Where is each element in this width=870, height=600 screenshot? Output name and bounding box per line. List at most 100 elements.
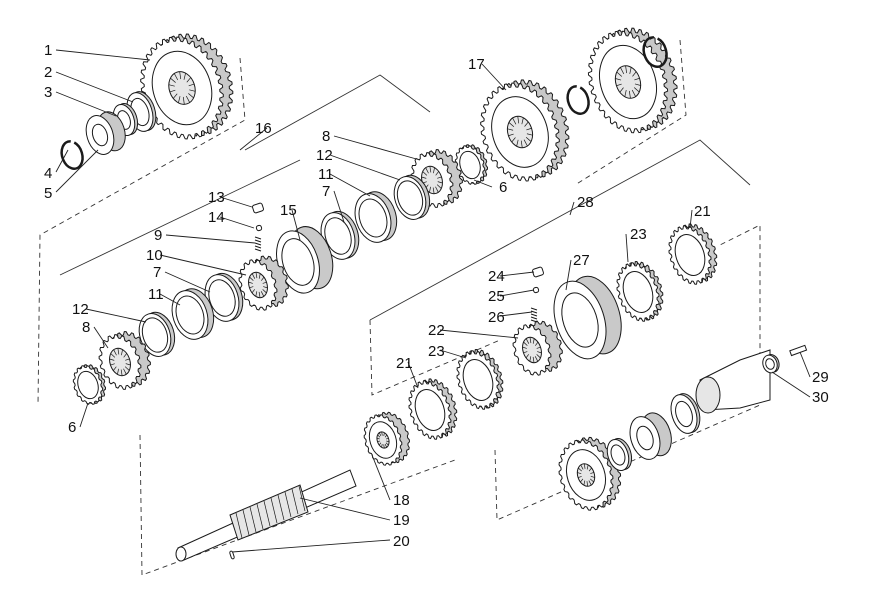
sleeve-27	[553, 275, 622, 360]
leader-22	[481, 63, 507, 91]
callout-11a: 11	[318, 166, 334, 183]
callout-19: 19	[393, 512, 410, 529]
callout-20: 20	[393, 533, 410, 550]
sync-ring-6a	[454, 144, 489, 185]
callout-26: 26	[488, 309, 505, 326]
washer-30	[762, 354, 780, 374]
callout-18: 18	[393, 492, 410, 509]
leader-28	[439, 329, 519, 339]
leader-17	[85, 308, 147, 323]
callout-labels: 1 2 3 4 5 6 6 7 7 8 8 9 10 11 11 12 12 1…	[44, 42, 829, 550]
leader-2	[55, 71, 134, 103]
leader-26	[689, 209, 693, 229]
leader-9	[164, 271, 211, 293]
gear-top-right	[587, 27, 678, 134]
leader-35	[569, 201, 575, 216]
leader-19	[219, 216, 255, 229]
ring-7b	[204, 272, 244, 322]
key-24	[532, 266, 544, 278]
callout-23a: 23	[630, 226, 647, 243]
leader-20	[291, 209, 301, 241]
ring-11a	[354, 191, 398, 243]
gear-1	[140, 33, 234, 140]
callout-28: 28	[577, 194, 594, 211]
bolt-29	[789, 344, 808, 357]
frame-right	[369, 319, 501, 396]
washer-lower-1	[606, 438, 633, 472]
callout-21b: 21	[396, 355, 413, 372]
callout-27: 27	[573, 252, 590, 269]
sync-ring-23a	[616, 261, 664, 322]
leader-8	[333, 190, 345, 223]
spring-26	[530, 307, 538, 323]
leader-4	[55, 149, 69, 173]
leader-7	[79, 402, 89, 428]
callout-5: 5	[44, 185, 52, 202]
ring-7a	[320, 210, 360, 260]
frame-middle	[139, 434, 456, 576]
callout-17: 17	[468, 56, 485, 73]
callout-8a: 8	[322, 128, 330, 145]
parts-layer	[60, 27, 808, 562]
callout-8b: 8	[82, 319, 90, 336]
callout-9: 9	[154, 227, 162, 244]
snap-ring-top-right	[642, 36, 668, 68]
hub-10	[238, 255, 289, 311]
sync-ring-21b	[408, 378, 458, 440]
bearing-5	[85, 111, 126, 155]
washer-lower-2	[670, 393, 701, 434]
leader-30	[439, 349, 467, 359]
output-yoke	[695, 349, 771, 414]
ring-11b	[171, 288, 215, 340]
hub-22	[512, 320, 563, 376]
callout-10: 10	[146, 247, 163, 264]
callout-2: 2	[44, 64, 52, 81]
leader-5	[55, 149, 99, 193]
leader-21	[239, 127, 268, 151]
callout-1: 1	[44, 42, 52, 59]
leader-lines	[55, 49, 811, 553]
callout-12b: 12	[72, 301, 89, 318]
callout-6a: 6	[499, 179, 507, 196]
frame-lower-right	[494, 224, 761, 521]
callout-7b: 7	[153, 264, 161, 281]
gear-lower-right	[558, 436, 622, 511]
ball-25	[532, 286, 540, 294]
frame-upper-right	[574, 39, 687, 186]
callout-30: 30	[812, 389, 829, 406]
callout-22: 22	[428, 322, 445, 339]
callout-12a: 12	[316, 147, 333, 164]
leader-37	[771, 371, 811, 398]
snap-ring-top-mid	[566, 85, 590, 115]
leader-34	[565, 259, 572, 291]
leader-29	[625, 233, 629, 263]
frame-upper-left	[37, 57, 246, 406]
ring-12a	[393, 174, 431, 220]
snap-ring-4	[60, 140, 84, 170]
hub-8b	[98, 331, 151, 390]
callout-13: 13	[208, 189, 225, 206]
leader-1	[55, 49, 151, 61]
callout-4: 4	[44, 165, 52, 182]
gear-17	[480, 79, 570, 182]
frame-upper-left-top	[244, 74, 431, 151]
spring-9	[254, 236, 262, 252]
ring-12b	[138, 311, 176, 357]
callout-25: 25	[488, 288, 505, 305]
leader-36	[799, 351, 811, 378]
leader-25	[231, 539, 391, 553]
leader-14	[329, 173, 371, 197]
leader-33	[499, 311, 533, 317]
leader-23	[371, 454, 391, 501]
callout-3: 3	[44, 84, 52, 101]
ball-14	[255, 224, 263, 232]
sync-ring-6b	[72, 364, 107, 405]
key-13	[252, 202, 264, 214]
leader-10	[333, 135, 421, 161]
main-shaft-19	[175, 469, 357, 562]
callout-16: 16	[255, 120, 272, 137]
sync-ring-23b	[456, 349, 504, 410]
leader-13	[159, 254, 247, 276]
leader-18	[219, 196, 253, 208]
leader-24	[299, 497, 391, 521]
